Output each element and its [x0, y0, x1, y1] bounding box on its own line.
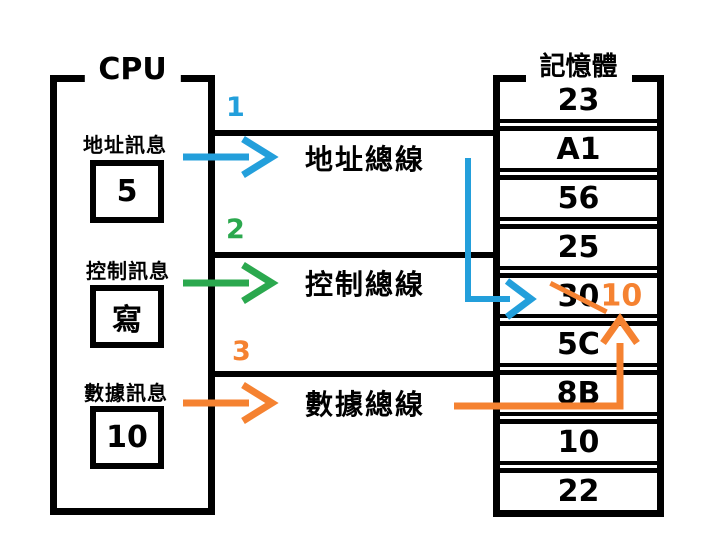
control-register-box: 寫 [90, 285, 164, 348]
address-register-box: 5 [90, 160, 164, 223]
address-register-value: 5 [116, 174, 138, 209]
data-bus-line [215, 371, 493, 377]
memory-cell-value: 10 [557, 425, 600, 461]
control-message-label: 控制訊息 [86, 259, 170, 283]
memory-cell: 22 [500, 468, 657, 510]
memory-old-value-struck: 30 [557, 278, 600, 314]
memory-new-value: 10 [600, 278, 643, 314]
memory-box: 記憶體 23 A1 56 25 30 10 5C 8B 10 22 [493, 48, 664, 517]
data-register-value: 10 [106, 420, 148, 455]
address-bus-label: 地址總線 [304, 143, 425, 176]
data-bus-label: 數據總線 [304, 388, 425, 421]
control-bus-label: 控制總線 [304, 268, 425, 301]
memory-cell: 25 [500, 223, 657, 270]
memory-cell-value: 22 [557, 474, 600, 510]
memory-cell-written: 30 10 [500, 272, 657, 319]
memory-cell-value: 23 [557, 82, 600, 118]
cpu-box: CPU 地址訊息 5 控制訊息 寫 數據訊息 10 [50, 52, 215, 515]
memory-cells: 23 A1 56 25 30 10 5C 8B 10 22 [500, 82, 657, 510]
address-bus-line [215, 130, 493, 136]
memory-cell: 56 [500, 174, 657, 221]
memory-cell-value: A1 [556, 131, 601, 167]
memory-cell: A1 [500, 125, 657, 172]
memory-cell: 23 [500, 82, 657, 123]
address-message-label: 地址訊息 [83, 133, 167, 157]
step-1-label: 1 [226, 92, 245, 123]
memory-cell: 10 [500, 419, 657, 466]
step-2-label: 2 [226, 214, 245, 245]
memory-cell: 5C [500, 321, 657, 368]
control-bus-line [215, 252, 493, 258]
cpu-title: CPU [84, 52, 181, 96]
memory-title: 記憶體 [525, 48, 632, 96]
step-3-label: 3 [232, 336, 251, 367]
memory-cell-value: 5C [557, 327, 600, 363]
data-message-label: 數據訊息 [84, 381, 168, 405]
memory-cell-value: 25 [557, 229, 600, 265]
memory-cell: 8B [500, 370, 657, 417]
control-register-value: 寫 [112, 302, 142, 338]
memory-cell-value: 8B [556, 376, 601, 412]
data-register-box: 10 [90, 406, 164, 469]
memory-cell-value: 56 [557, 180, 600, 216]
